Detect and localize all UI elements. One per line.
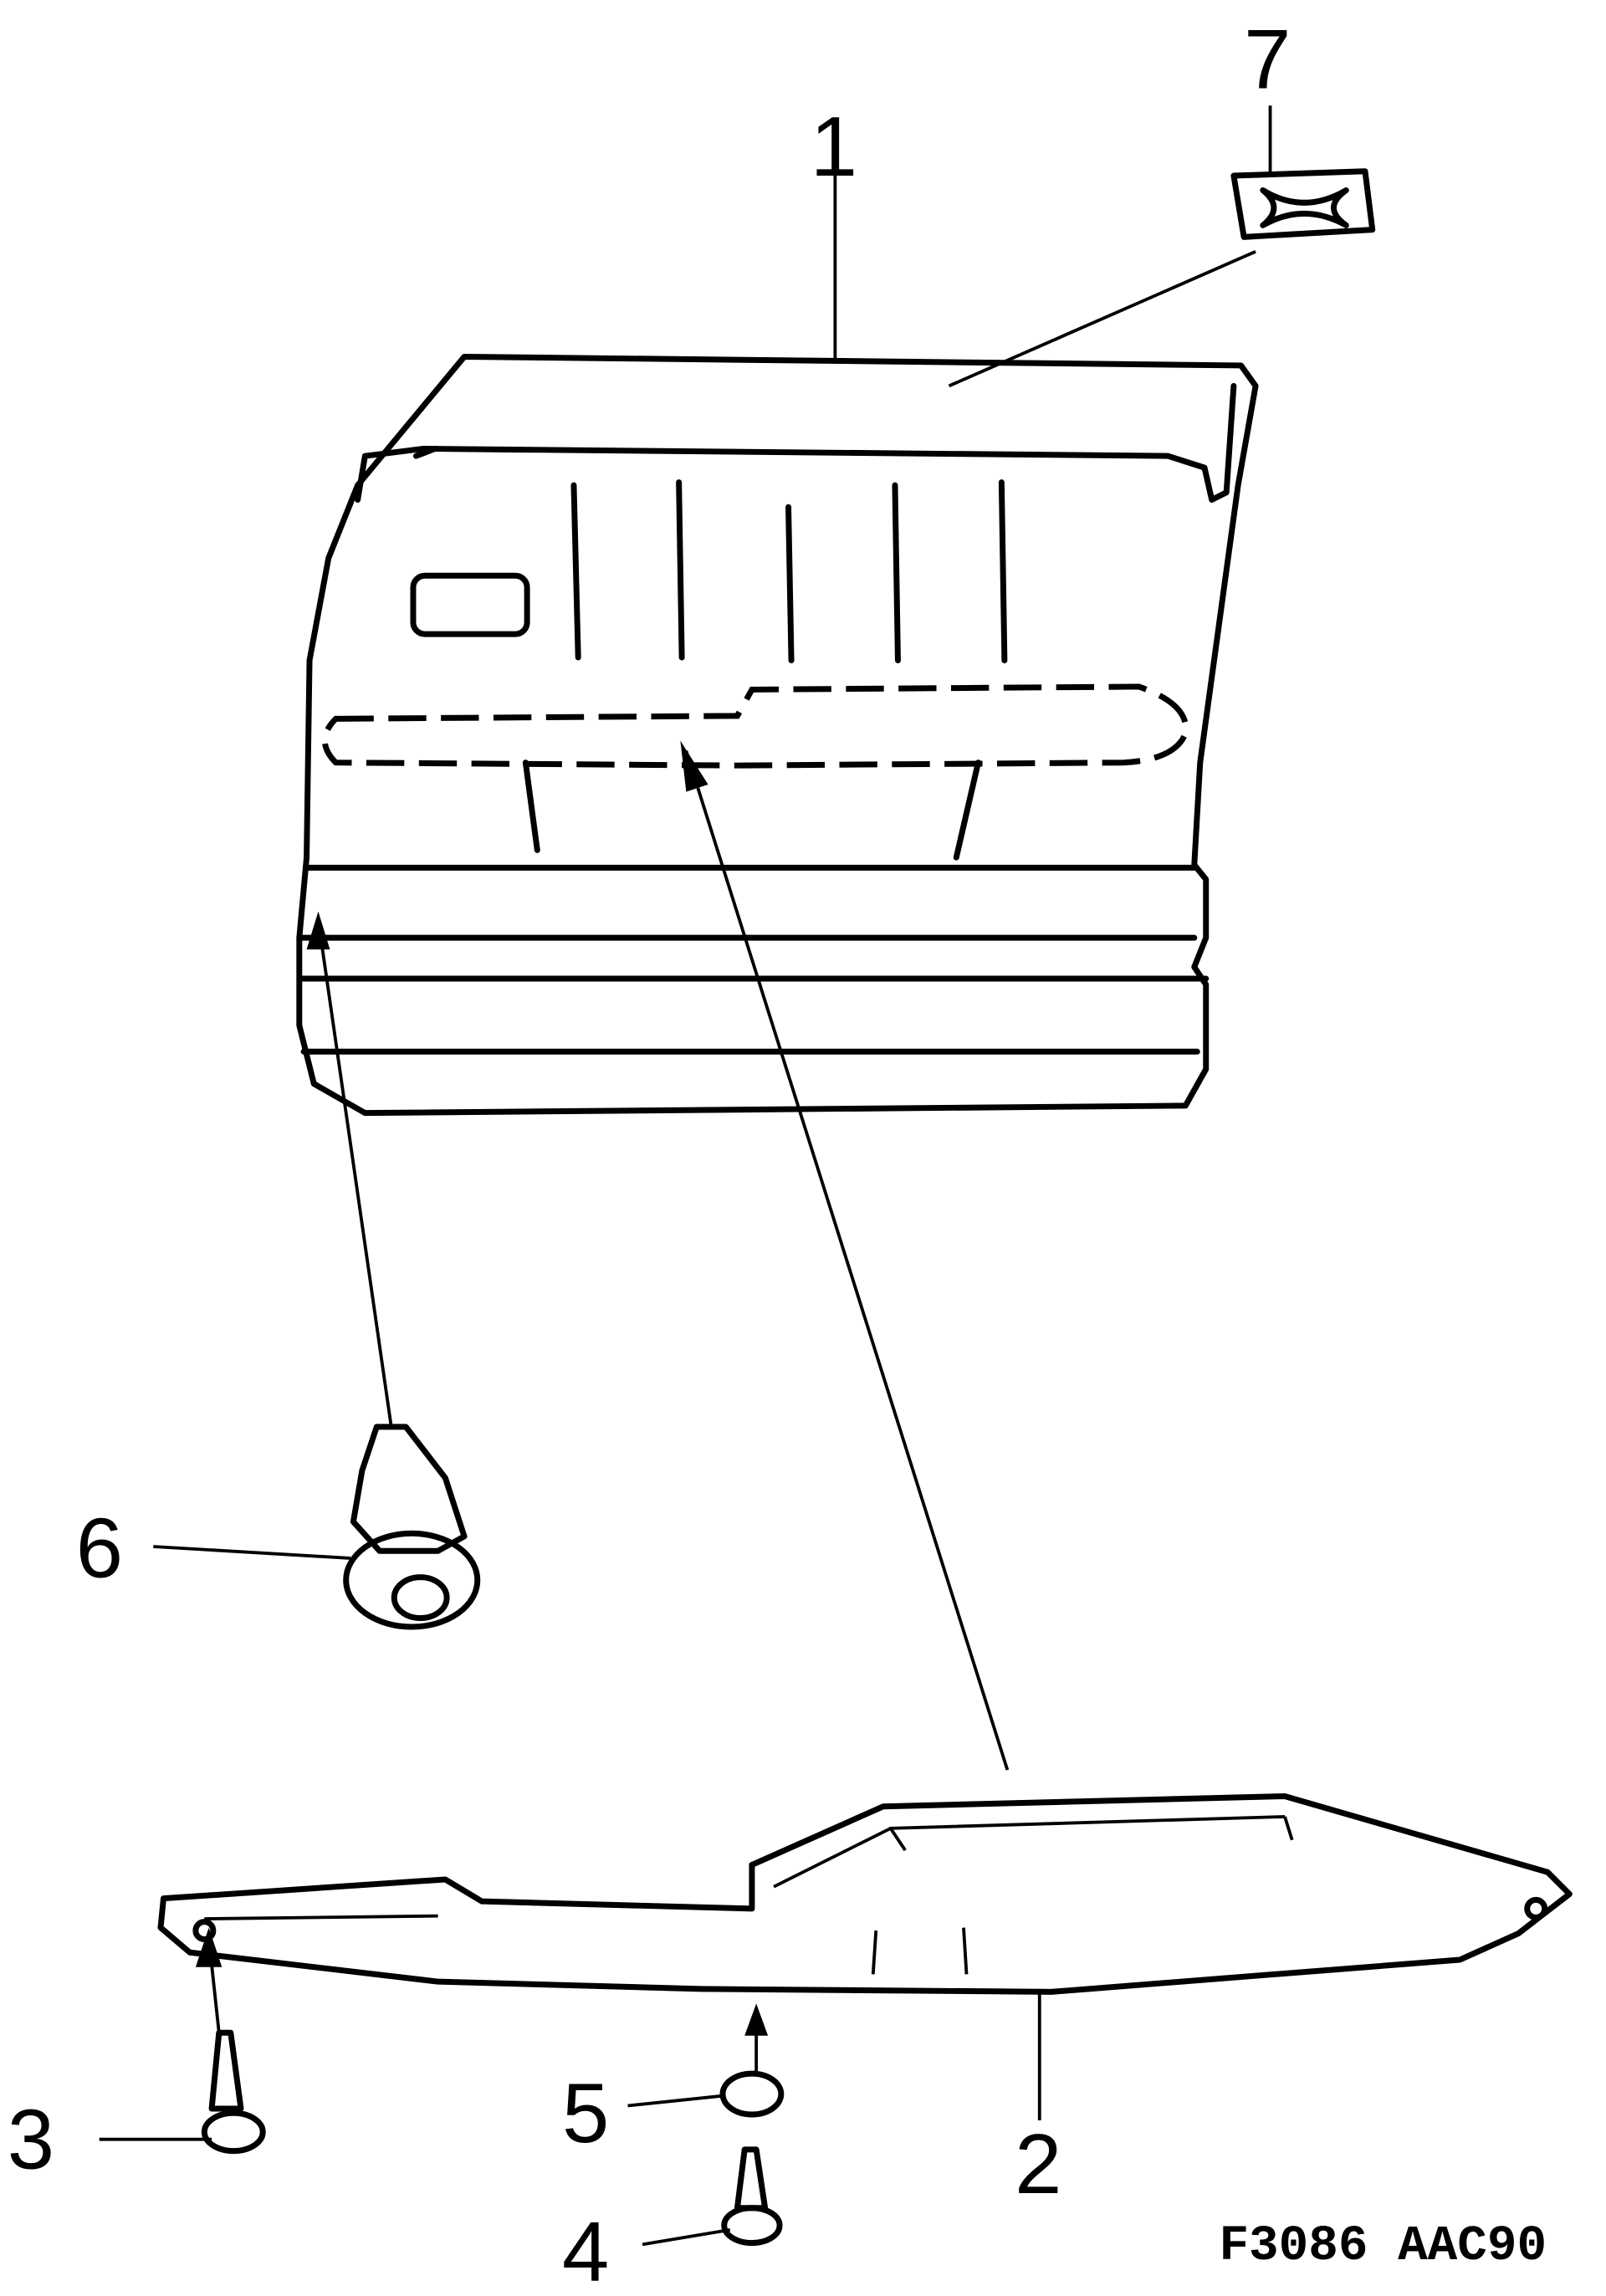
screw-part-4 xyxy=(721,2146,783,2247)
callout-1: 1 xyxy=(811,100,857,194)
callout-2: 2 xyxy=(1015,2117,1061,2212)
callout-5: 5 xyxy=(562,2066,609,2160)
washer-part-5 xyxy=(719,2070,785,2118)
leader-lines xyxy=(99,105,1272,2247)
door-trim-panel xyxy=(296,353,1259,1117)
callout-6: 6 xyxy=(76,1501,123,1596)
callout-3: 3 xyxy=(8,2093,54,2187)
fastener-part-6 xyxy=(343,1424,481,1630)
armrest-part-2 xyxy=(157,1792,1573,1995)
screw-part-3 xyxy=(201,2029,266,2155)
callout-7: 7 xyxy=(1244,12,1291,106)
figure-code: F3086 AAC90 xyxy=(1219,2218,1547,2274)
arrowheads xyxy=(195,740,769,2036)
clip-part-7 xyxy=(1230,168,1376,240)
callout-4: 4 xyxy=(562,2205,609,2296)
